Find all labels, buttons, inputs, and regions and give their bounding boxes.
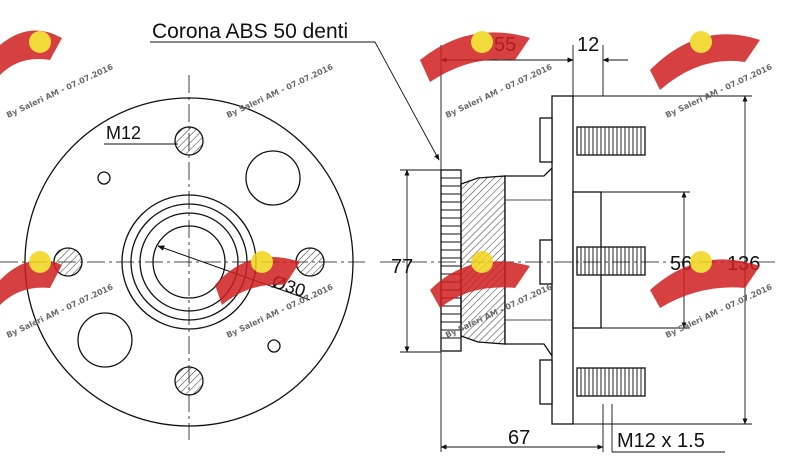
front-view — [0, 75, 365, 440]
small-hole-top-left — [97, 171, 111, 185]
watermark-text-3: By Saleri AM - 07.07.2016 — [444, 62, 554, 120]
lightening-hole-bottom-left — [77, 312, 133, 368]
watermark-logo-mid-center — [215, 251, 300, 305]
watermark-text-1: By Saleri AM - 07.07.2016 — [5, 62, 115, 120]
wheel-stud-top — [576, 126, 646, 156]
thread-label-front: M12 — [106, 123, 141, 143]
flange-boss-bottom — [539, 359, 553, 405]
bolt-hole-bottom — [174, 366, 204, 396]
dim-overall-length: 67 — [508, 427, 530, 449]
watermark-logo-mid-right-1 — [430, 251, 530, 308]
flange-outline — [24, 97, 354, 427]
bolt-hole-right — [295, 247, 325, 277]
abs-ring-label: Corona ABS 50 denti — [152, 20, 348, 43]
wheel-stud-bottom — [576, 367, 646, 397]
abs-tone-ring-teeth — [441, 177, 461, 339]
lightening-hole-top-right — [245, 150, 301, 206]
dim-flange-thickness: 12 — [577, 34, 599, 56]
flange-boss-top — [539, 117, 553, 163]
dim-abs-diameter: 77 — [391, 256, 413, 278]
watermark-logo-mid-right-2 — [650, 251, 760, 308]
small-hole-bottom-right — [267, 339, 281, 353]
watermark-logo-top-left — [0, 30, 62, 75]
bolt-hole-top — [174, 126, 204, 156]
dimension-lines — [150, 41, 752, 453]
abs-tone-ring — [440, 169, 462, 352]
watermark-logo-mid-left — [0, 251, 62, 305]
bore-circle — [152, 225, 226, 299]
watermark-logo-top-center — [420, 31, 530, 82]
watermark-text-2: By Saleri AM - 07.07.2016 — [225, 62, 335, 120]
wheel-flange — [551, 95, 574, 425]
stud-thread-label: M12 x 1.5 — [617, 430, 705, 452]
wheel-stud-middle — [576, 246, 646, 276]
watermark-logo-top-right — [650, 31, 760, 90]
hub-ring-inner — [139, 212, 239, 312]
